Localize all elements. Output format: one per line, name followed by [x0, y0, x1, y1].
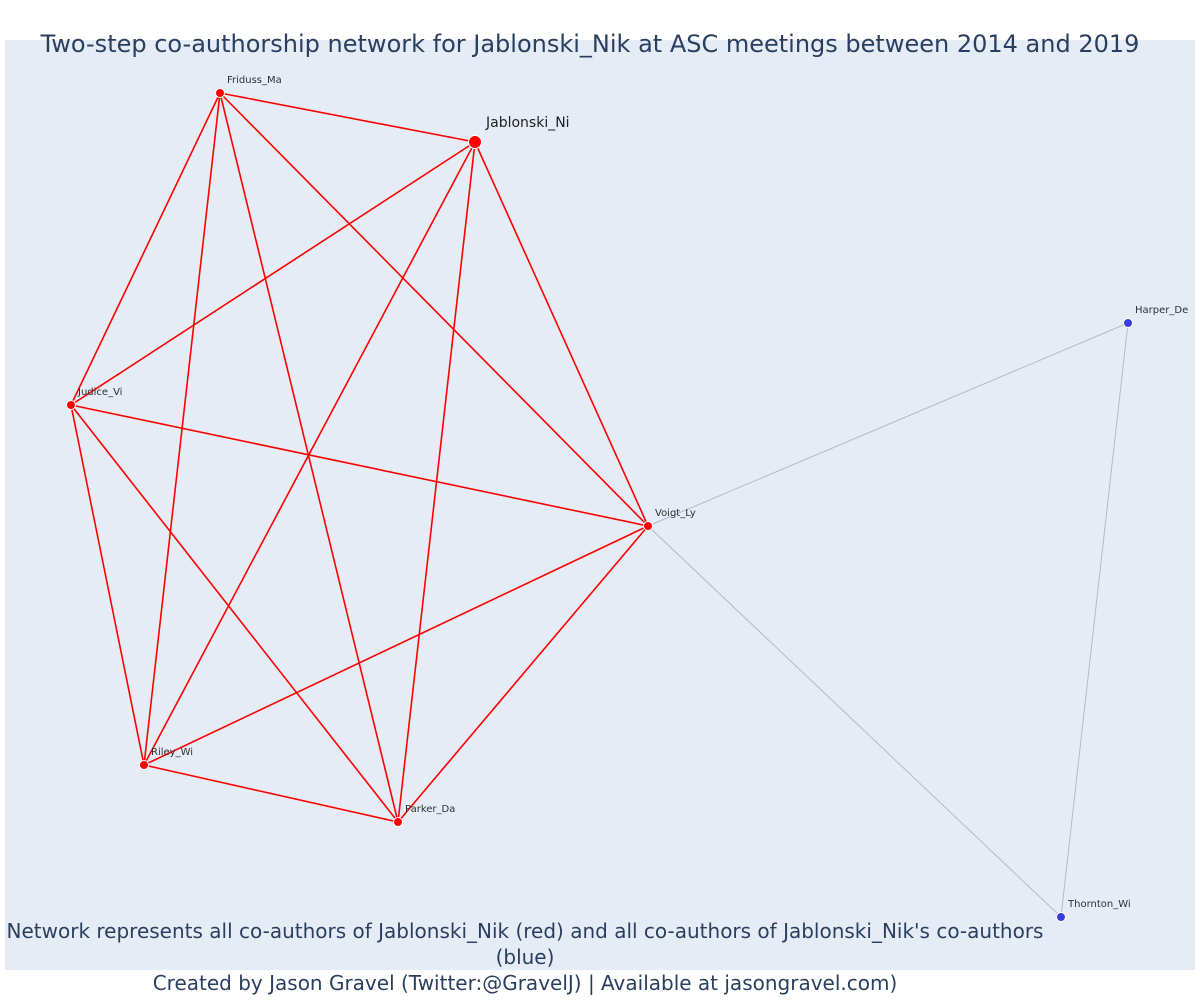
- edge-Jablonski_Ni-Voigt_Ly: [474, 141, 649, 527]
- node-label-Voigt_Ly: Voigt_Ly: [655, 508, 696, 519]
- edge-Judice_Vi-Riley_Wi: [70, 404, 145, 766]
- edge-Friduss_Ma-Jablonski_Ni: [219, 92, 476, 143]
- node-label-Thornton_Wi: Thornton_Wi: [1067, 899, 1131, 910]
- plot-area: [5, 40, 1195, 970]
- edge-Jablonski_Ni-Judice_Vi: [70, 141, 476, 406]
- edge-Judice_Vi-Voigt_Ly: [70, 404, 649, 527]
- edge-Voigt_Ly-Harper_De: [647, 322, 1129, 527]
- node-label-Judice_Vi: Judice_Vi: [77, 387, 122, 398]
- edge-Parker_Da-Voigt_Ly: [397, 525, 649, 823]
- node-label-Riley_Wi: Riley_Wi: [151, 747, 193, 758]
- node-Voigt_Ly[interactable]: [643, 521, 653, 531]
- edge-Jablonski_Ni-Riley_Wi: [143, 141, 476, 766]
- footer-line-1: Network represents all co-authors of Jab…: [6, 919, 1044, 969]
- edge-Harper_De-Thornton_Wi: [1060, 322, 1129, 918]
- node-Friduss_Ma[interactable]: [215, 88, 225, 98]
- node-Harper_De[interactable]: [1123, 318, 1133, 328]
- edge-Friduss_Ma-Parker_Da: [219, 92, 399, 823]
- chart-title: Two-step co-authorship network for Jablo…: [40, 30, 1140, 58]
- edge-Riley_Wi-Voigt_Ly: [143, 525, 649, 766]
- node-Jablonski_Ni[interactable]: [468, 135, 482, 149]
- node-Thornton_Wi[interactable]: [1056, 912, 1066, 922]
- node-Judice_Vi[interactable]: [66, 400, 76, 410]
- edges-layer: [70, 92, 1129, 918]
- node-label-Jablonski_Ni: Jablonski_Ni: [485, 115, 570, 131]
- footer-note: Network represents all co-authors of Jab…: [0, 918, 1050, 996]
- edge-Friduss_Ma-Judice_Vi: [70, 92, 221, 406]
- node-label-Friduss_Ma: Friduss_Ma: [227, 75, 282, 86]
- nodes-layer: [66, 88, 1133, 922]
- node-Parker_Da[interactable]: [393, 817, 403, 827]
- node-Riley_Wi[interactable]: [139, 760, 149, 770]
- edge-Friduss_Ma-Voigt_Ly: [219, 92, 649, 527]
- node-label-Harper_De: Harper_De: [1135, 305, 1188, 316]
- labels-layer: Friduss_MaJablonski_NiJudice_ViVoigt_LyR…: [77, 75, 1188, 910]
- node-label-Parker_Da: Parker_Da: [405, 804, 455, 815]
- edge-Voigt_Ly-Thornton_Wi: [647, 525, 1062, 918]
- footer-line-2: Created by Jason Gravel (Twitter:@Gravel…: [152, 971, 898, 995]
- edge-Judice_Vi-Parker_Da: [70, 404, 399, 823]
- edge-Riley_Wi-Parker_Da: [143, 764, 399, 823]
